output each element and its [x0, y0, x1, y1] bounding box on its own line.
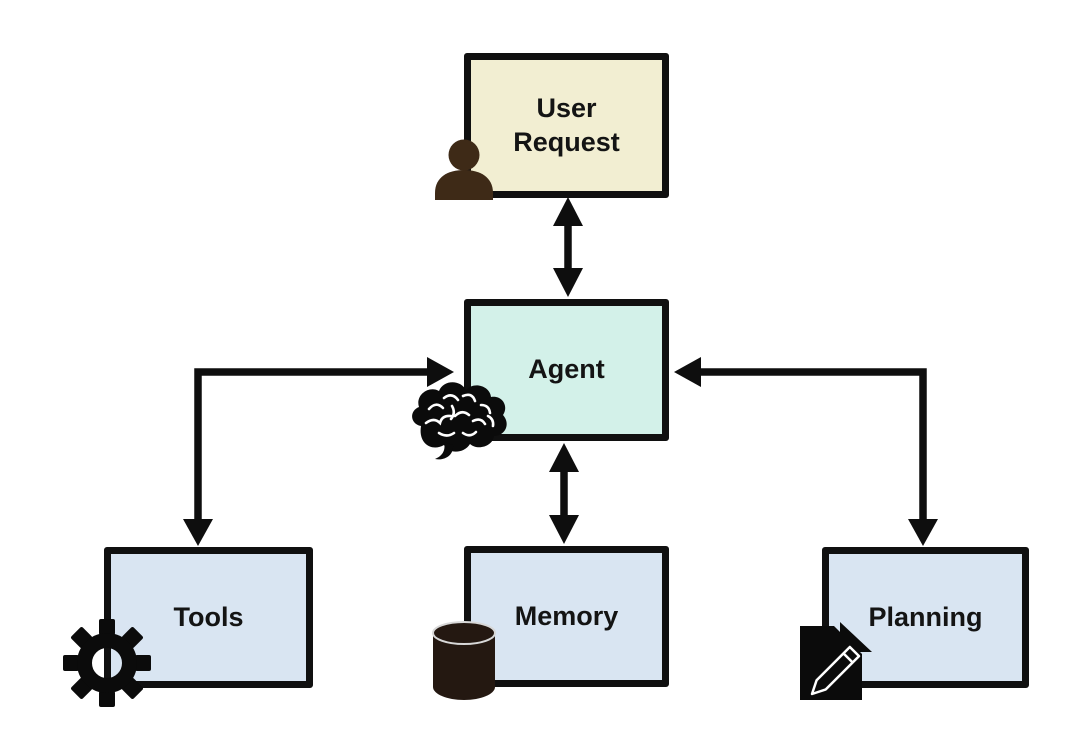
- node-planning-label: Planning: [868, 601, 983, 632]
- node-planning: Planning: [822, 547, 1029, 688]
- arrow-agent-memory: [549, 443, 579, 544]
- node-memory: Memory: [464, 546, 669, 687]
- node-memory-label: Memory: [514, 600, 619, 631]
- arrow-agent-planning: [674, 357, 938, 546]
- node-user-request-label: User Request: [513, 92, 620, 157]
- node-agent: Agent: [464, 299, 669, 441]
- node-tools: Tools: [104, 547, 313, 688]
- node-agent-label: Agent: [528, 354, 605, 385]
- node-tools-label: Tools: [173, 601, 244, 632]
- arrow-user-request-agent: [553, 197, 583, 297]
- arrow-agent-tools: [183, 357, 454, 546]
- node-user-request: User Request: [464, 53, 669, 198]
